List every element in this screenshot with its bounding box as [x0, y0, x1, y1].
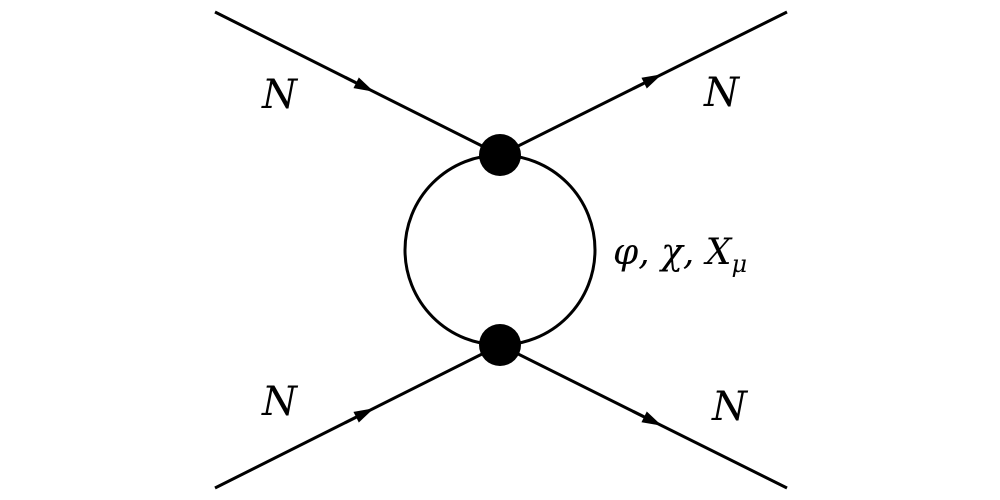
arrow-bottom-left-icon: [344, 408, 374, 425]
vertex-top: [479, 134, 521, 176]
loop-particles-subscript: μ: [731, 250, 747, 278]
arrow-top-right-icon: [632, 74, 662, 91]
loop-circle: [403, 153, 597, 347]
vertex-bottom: [479, 324, 521, 366]
arrow-bottom-right-icon: [632, 409, 662, 426]
label-top-left: N: [261, 72, 299, 118]
loop-particles-main: φ, χ, X: [613, 232, 733, 273]
label-top-right: N: [703, 70, 741, 116]
loop-particles-label: φ, χ, Xμ: [613, 232, 747, 278]
label-bottom-right: N: [711, 384, 749, 430]
label-bottom-left: N: [261, 379, 299, 425]
arrow-top-left-icon: [344, 75, 374, 92]
